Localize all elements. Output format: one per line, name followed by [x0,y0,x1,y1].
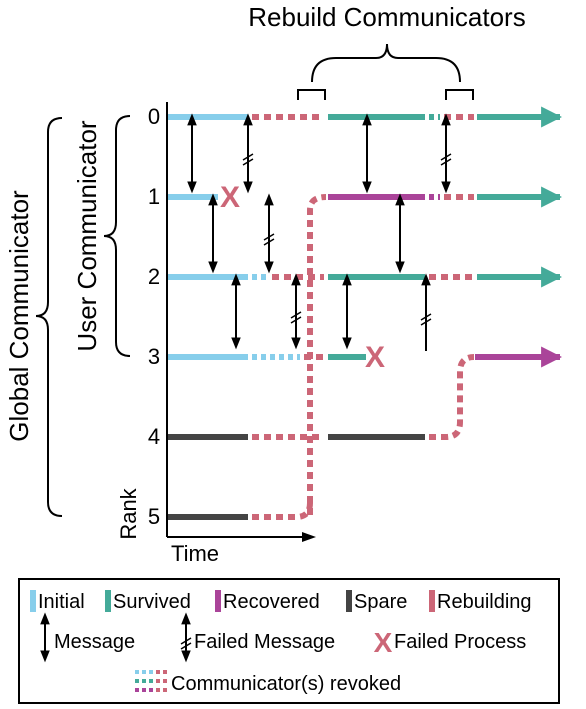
legend-initial-label: Initial [38,591,85,613]
failed-message-breaks [242,153,452,326]
failed-process-rank-1: X [220,181,240,214]
legend-survived-label: Survived [113,591,191,613]
rank-3-label: 3 [148,344,160,369]
legend-revoked-icon [135,670,168,692]
messages [187,113,451,351]
rank-4-rebuild-path [429,354,475,440]
diagram-title: Rebuild Communicators [248,2,525,32]
rank-5-timeline [168,502,313,520]
legend-failed-process-label: Failed Process [394,631,526,653]
user-communicator-label: User Communicator [72,120,102,352]
rebuild-tick-left [297,89,326,100]
rank-0-label: 0 [148,104,160,129]
legend-survived-swatch [105,590,111,612]
legend-spare-swatch [346,590,352,612]
legend-recovered-swatch [215,590,221,612]
time-axis-label: Time [171,541,219,566]
rank-4-label: 4 [148,424,160,449]
legend-failed-message-label: Failed Message [194,631,335,653]
legend-spare-label: Spare [354,591,407,613]
failed-process-rank-3: X [365,341,385,374]
time-axis-arrowhead [302,532,316,542]
legend-revoked-label: Communicator(s) revoked [171,673,401,695]
global-communicator-brace [35,117,63,517]
rank-1-label: 1 [148,184,160,209]
rebuild-bracket [311,43,461,83]
rebuild-tick-right [445,89,474,100]
user-communicator-brace [103,115,131,357]
legend-rebuilding-label: Rebuilding [437,591,532,613]
legend-recovered-label: Recovered [223,591,320,613]
global-communicator-label: Global Communicator [4,190,34,442]
rank-2-label: 2 [148,264,160,289]
rank-1-timeline [168,186,563,515]
legend-failed-process-icon: X [374,627,393,658]
rank-5-rebuild-path [252,502,313,520]
rank-axis-label: Rank [116,487,141,539]
rank-5-label: 5 [148,504,160,529]
legend-initial-swatch [30,590,36,612]
legend-message-label: Message [54,631,135,653]
legend-box [18,578,560,704]
rank-4-timeline [168,354,475,440]
legend-failed-message-break [180,637,192,650]
legend-rebuilding-swatch [429,590,435,612]
rank-1-rebuild-path [307,194,327,515]
